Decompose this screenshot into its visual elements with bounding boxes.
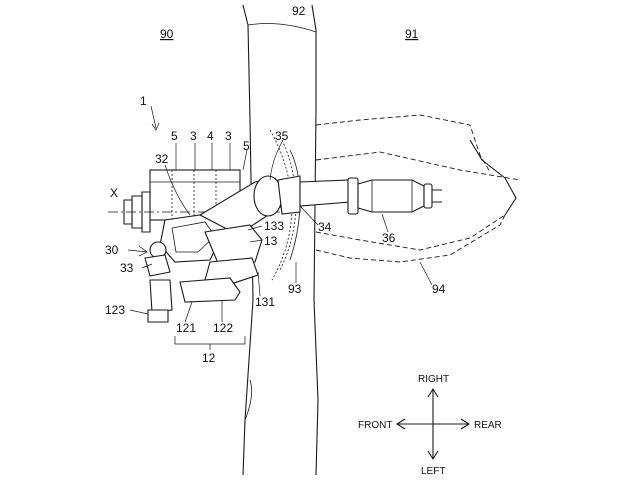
label-seal-5a: 5 [171,129,178,143]
direction-front-label: FRONT [358,420,392,431]
label-bolt-123: 123 [105,303,125,317]
exhaust-manifold [144,214,263,323]
direction-compass [395,387,471,461]
label-sensor-33: 33 [120,261,134,275]
label-pipe-35: 35 [275,129,289,143]
label-pipe-32: 32 [155,152,169,166]
label-seal-5b: 5 [243,139,250,153]
label-cyl-4: 4 [207,129,214,143]
label-cyl-3a: 3 [190,129,197,143]
label-part-131: 131 [255,295,275,309]
label-mount-30: 30 [105,243,119,257]
label-pipe-121: 121 [176,321,196,335]
front-zone-label: 90 [160,27,174,41]
label-dash-panel: 92 [292,4,306,18]
label-manifold-13: 13 [264,234,278,248]
direction-left-label: LEFT [421,466,445,477]
label-pipe-122: 122 [213,321,233,335]
label-assembly-12: 12 [202,351,216,365]
label-engine: 1 [140,94,147,108]
label-panel-93: 93 [288,282,302,296]
floor-tunnel [269,114,521,281]
direction-right-label: RIGHT [418,374,449,385]
label-cyl-3b: 3 [225,129,232,143]
label-part-133: 133 [264,219,284,233]
leader-lines [127,105,433,350]
label-catalyst-36: 36 [382,231,396,245]
rear-zone-label: 91 [405,27,419,41]
direction-rear-label: REAR [474,420,502,431]
label-floor-94: 94 [432,282,446,296]
label-axis-x: X [110,186,118,200]
label-tunnel-34: 34 [318,220,332,234]
